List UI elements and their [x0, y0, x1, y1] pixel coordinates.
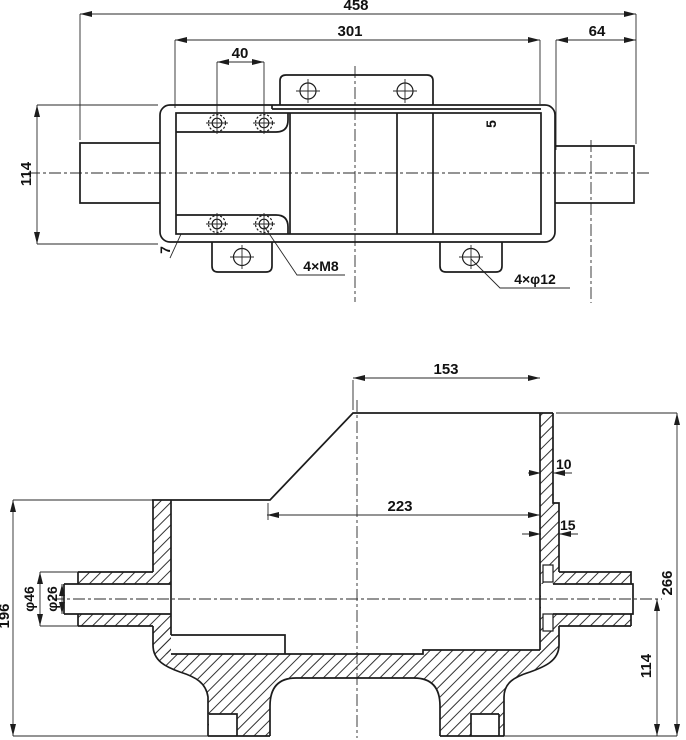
dim-overall-height: 266 [659, 570, 676, 595]
cover-screws [206, 112, 275, 235]
screw-icon [253, 112, 275, 134]
hole-icon [230, 245, 254, 269]
housing-top-outline [79, 74, 635, 273]
top-view-extension-lines [37, 14, 637, 259]
hole-icon [393, 79, 417, 103]
dim-body-length: 301 [337, 23, 362, 40]
dim-wall-upper: 10 [556, 456, 572, 472]
dim-top-face-length: 153 [433, 361, 458, 378]
top-view-centerlines [28, 66, 652, 303]
dim-flange-thickness: 7 [157, 246, 173, 254]
dim-lip-thickness: 5 [483, 120, 499, 128]
label-tapped-holes: 4×M8 [303, 258, 339, 274]
housing-section-outline [63, 412, 634, 737]
dim-screw-spacing: 40 [232, 45, 249, 62]
hole-icon [296, 79, 320, 103]
dim-body-height: 196 [0, 603, 13, 628]
dim-boss-diameter: φ46 [21, 586, 37, 612]
section-extension-lines [13, 380, 677, 737]
label-through-holes: 4×φ12 [514, 271, 556, 287]
top-view-dimension-lines [34, 11, 636, 289]
dim-housing-width: 114 [18, 161, 35, 186]
screw-icon [206, 213, 228, 235]
dim-chamber-length: 223 [387, 498, 412, 515]
dim-shaft-diameter: φ26 [44, 586, 60, 612]
screw-icon [206, 112, 228, 134]
dim-overall-length: 458 [343, 0, 368, 14]
bearing-caps [542, 564, 554, 632]
dim-shaft-center-height: 114 [638, 653, 655, 678]
dim-wall-lower: 15 [560, 517, 576, 533]
section-view: 153 223 10 15 266 114 196 φ46 φ26 [0, 361, 680, 738]
screw-icon [253, 213, 275, 235]
section-centerlines [52, 400, 662, 738]
mounting-holes [230, 79, 483, 269]
top-view: 458 301 64 40 114 5 7 4×M8 4×φ12 [18, 0, 652, 303]
hole-icon [459, 245, 483, 269]
dim-shaft-extension: 64 [589, 23, 606, 40]
section-dimension-lines [10, 375, 680, 736]
section-cutouts [64, 565, 633, 736]
